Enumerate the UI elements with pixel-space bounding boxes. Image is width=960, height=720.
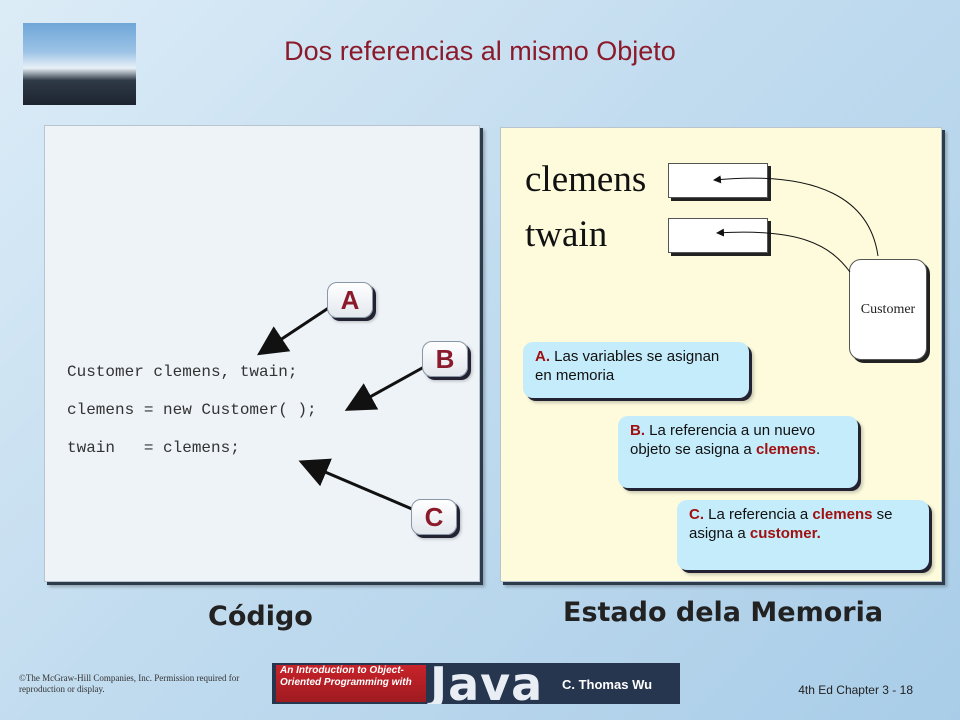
callout-c-text2: se asigna a	[689, 506, 893, 542]
callout-c: C. La referencia a clemens se asigna a c…	[677, 500, 929, 570]
arrow-c	[298, 458, 413, 511]
callout-b-tag: B.	[630, 422, 645, 439]
banner-java-logo: Java	[430, 663, 544, 704]
callout-c-text1: La referencia a	[708, 506, 809, 523]
badge-a: A	[327, 282, 373, 318]
callout-b-end: .	[815, 441, 821, 458]
arrow-object-to-clemens	[713, 175, 879, 257]
slide-title: Dos referencias al mismo Objeto	[284, 36, 676, 66]
memory-caption: Estado dela Memoria	[563, 597, 884, 628]
banner-subtitle: An Introduction to Object-Oriented Progr…	[276, 665, 426, 702]
callout-a-tag: A.	[535, 348, 550, 365]
var-twain-label: twain	[525, 214, 608, 255]
code-line-2: clemens = new Customer( );	[67, 401, 317, 419]
book-banner: An Introduction to Object-Oriented Progr…	[272, 663, 680, 704]
badge-c: C	[411, 499, 457, 535]
code-caption: Código	[208, 601, 313, 632]
code-line-3: twain = clemens;	[67, 439, 240, 457]
footer-copyright: ©The McGraw-Hill Companies, Inc. Permiss…	[19, 673, 240, 694]
customer-object: Customer	[849, 259, 927, 360]
arrow-a	[256, 305, 331, 356]
callout-c-var2: customer.	[749, 525, 821, 542]
callout-b: B. La referencia a un nuevo objeto se as…	[618, 416, 858, 488]
arrow-object-to-twain	[716, 228, 851, 273]
callout-b-var: clemens	[755, 441, 816, 458]
banner-author: C. Thomas Wu	[562, 677, 653, 692]
var-clemens-label: clemens	[525, 159, 647, 200]
arrow-b	[344, 365, 425, 411]
wave-logo-image	[23, 23, 136, 105]
callout-b-text: La referencia a un nuevo objeto se asign…	[630, 422, 816, 458]
code-line-1: Customer clemens, twain;	[67, 363, 298, 381]
chapter-label: 4th Ed Chapter 3 - 18	[798, 683, 913, 697]
callout-a-text: Las variables se asignan en memoria	[535, 348, 720, 384]
callout-c-var1: clemens	[812, 506, 873, 523]
badge-b: B	[422, 341, 468, 377]
callout-c-tag: C.	[689, 506, 704, 523]
callout-a: A. Las variables se asignan en memoria	[523, 342, 749, 398]
